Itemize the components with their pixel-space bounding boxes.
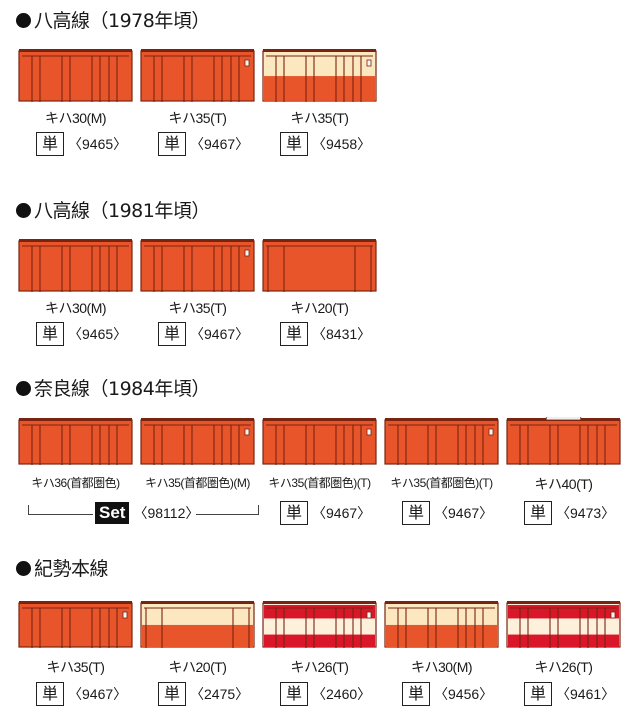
product-code: 単〈9458〉	[280, 132, 371, 156]
single-item-badge: 単	[158, 132, 186, 156]
product-code: 単〈9465〉	[36, 132, 127, 156]
car-model-label: キハ40(T)	[534, 476, 593, 492]
single-item-badge: 単	[158, 322, 186, 346]
single-item-badge: 単	[524, 501, 552, 525]
product-code: 単〈9456〉	[402, 682, 493, 706]
bullet-icon	[16, 561, 31, 576]
set-badge: Set	[95, 502, 130, 524]
car-model-label: キハ35(首都圏色)(T)	[390, 476, 493, 490]
product-number: 〈9458〉	[312, 136, 372, 152]
car-model-label: キハ20(T)	[290, 300, 349, 316]
car-model-label: キハ30(M)	[410, 659, 473, 675]
single-item-badge: 単	[524, 682, 552, 706]
bullet-icon	[16, 381, 31, 396]
product-number: 〈9473〉	[556, 505, 616, 521]
product-code: 単〈9467〉	[36, 682, 127, 706]
railcar-kiha36-icon	[18, 417, 133, 465]
railcar-kiha35-icon	[262, 417, 377, 465]
railcar-kiha20-icon	[140, 600, 255, 648]
product-code: 単〈9465〉	[36, 322, 127, 346]
product-number: 〈9467〉	[434, 505, 494, 521]
product-code: 単〈9473〉	[524, 501, 615, 525]
product-code: 単〈9461〉	[524, 682, 615, 706]
single-item-badge: 単	[280, 682, 308, 706]
product-code: 単〈9467〉	[158, 132, 249, 156]
product-number: 〈9456〉	[434, 686, 494, 702]
product-number: 〈8431〉	[312, 326, 372, 342]
product-number: 〈9467〉	[190, 326, 250, 342]
bullet-icon	[16, 13, 31, 28]
section-heading: 奈良線（1984年頃）	[16, 374, 210, 401]
section-heading: 八高線（1981年頃）	[16, 196, 210, 223]
bullet-icon	[16, 203, 31, 218]
railcar-kiha35-icon	[262, 48, 377, 102]
single-item-badge: 単	[280, 132, 308, 156]
railcar-kiha35-icon	[140, 417, 255, 465]
car-model-label: キハ26(T)	[290, 659, 349, 675]
product-number: 〈9465〉	[68, 136, 128, 152]
railcar-kiha35-icon	[18, 600, 133, 648]
product-code: 単〈9467〉	[402, 501, 493, 525]
car-model-label: キハ35(T)	[168, 300, 227, 316]
single-item-badge: 単	[36, 132, 64, 156]
railcar-kiha35-icon	[384, 417, 499, 465]
set-bracket-right	[196, 505, 259, 515]
product-code: 単〈9467〉	[280, 501, 371, 525]
car-model-label: キハ35(首都圏色)(M)	[145, 476, 250, 490]
product-number: 〈9467〉	[312, 505, 372, 521]
product-number: 〈9467〉	[68, 686, 128, 702]
railcar-kiha26-icon	[262, 600, 377, 648]
car-model-label: キハ35(T)	[46, 659, 105, 675]
railcar-kiha30-icon	[384, 600, 499, 648]
car-model-label: キハ35(首都圏色)(T)	[268, 476, 371, 490]
product-code: 単〈8431〉	[280, 322, 371, 346]
set-bracket-left	[28, 505, 93, 515]
car-model-label: キハ35(T)	[290, 110, 349, 126]
railcar-kiha20-icon	[262, 238, 377, 292]
car-model-label: キハ26(T)	[534, 659, 593, 675]
car-model-label: キハ30(M)	[44, 300, 107, 316]
car-model-label: キハ20(T)	[168, 659, 227, 675]
car-model-label: キハ36(首都圏色)	[31, 476, 120, 490]
single-item-badge: 単	[36, 682, 64, 706]
product-number: 〈9465〉	[68, 326, 128, 342]
product-number: 〈9461〉	[556, 686, 616, 702]
single-item-badge: 単	[402, 682, 430, 706]
single-item-badge: 単	[36, 322, 64, 346]
single-item-badge: 単	[402, 501, 430, 525]
railcar-kiha26-icon	[506, 600, 621, 648]
product-number: 〈2475〉	[190, 686, 250, 702]
section-heading: 紀勢本線	[16, 554, 109, 581]
set-product-code: 〈98112〉	[133, 505, 200, 521]
railcar-kiha35-icon	[140, 48, 255, 102]
section-heading: 八高線（1978年頃）	[16, 6, 210, 33]
single-item-badge: 単	[280, 501, 308, 525]
single-item-badge: 単	[280, 322, 308, 346]
product-code: 単〈9467〉	[158, 322, 249, 346]
railcar-kiha30-icon	[18, 238, 133, 292]
product-code: 単〈2475〉	[158, 682, 249, 706]
car-model-label: キハ30(M)	[44, 110, 107, 126]
product-number: 〈9467〉	[190, 136, 250, 152]
set-code: Set 〈98112〉	[95, 501, 199, 525]
single-item-badge: 単	[158, 682, 186, 706]
product-number: 〈2460〉	[312, 686, 372, 702]
product-code: 単〈2460〉	[280, 682, 371, 706]
railcar-kiha35-icon	[140, 238, 255, 292]
railcar-kiha30-icon	[18, 48, 133, 102]
railcar-kiha40-icon	[506, 417, 621, 465]
car-model-label: キハ35(T)	[168, 110, 227, 126]
